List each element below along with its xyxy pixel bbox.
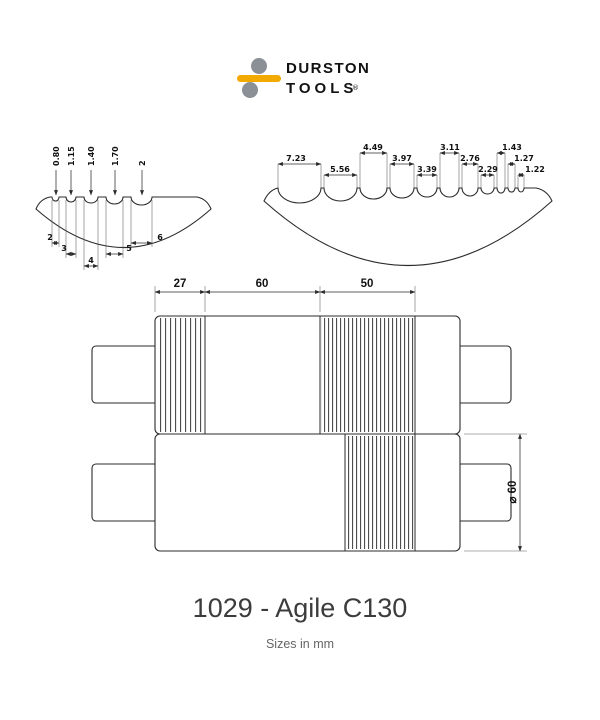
- groove-label: 4.49: [363, 143, 383, 152]
- logo-bar-icon: [237, 75, 281, 82]
- left-profile-width-dims: 2 3 4 5 6: [47, 200, 163, 270]
- top-roller-fine-groove-band: [157, 318, 204, 432]
- logo-text-tools: TOOLS: [286, 80, 357, 97]
- groove-label: 2.29: [478, 165, 498, 174]
- left-profile-depth-dims: 0.80 1.15 1.40 1.70 2: [52, 146, 147, 196]
- depth-label: 1.15: [67, 146, 76, 166]
- right-profile-drawing: 4.49 3.11 1.43 7.23 3.97 2.76 1.27 5.56 …: [263, 143, 553, 266]
- groove-label: 3.11: [440, 143, 460, 152]
- right-profile-dimension-lines: [277, 151, 525, 177]
- top-roller-wire-groove-band: [321, 318, 414, 432]
- left-profile-drawing: 0.80 1.15 1.40 1.70 2 2 3: [35, 146, 212, 270]
- left-profile-shape: [35, 196, 212, 248]
- width-label: 6: [157, 233, 163, 242]
- diameter-dim: ⌀ 60: [464, 433, 527, 552]
- logo-circle-top: [251, 58, 267, 74]
- width-label: 3: [61, 244, 67, 253]
- drawing-subtitle: Sizes in mm: [266, 637, 334, 651]
- groove-label: 1.22: [525, 165, 545, 174]
- right-profile-shape: [263, 187, 553, 266]
- logo-circle-bottom: [242, 82, 258, 98]
- bottom-roller-left-shaft: [91, 463, 159, 522]
- bottom-roller-right-shaft: [456, 463, 512, 522]
- groove-label: 7.23: [286, 154, 306, 163]
- section-dim-label: 60: [256, 278, 269, 290]
- groove-label: 3.39: [417, 165, 437, 174]
- depth-label: 0.80: [52, 146, 61, 166]
- groove-label: 2.76: [460, 154, 480, 163]
- width-label: 5: [126, 244, 132, 253]
- groove-label: 3.97: [392, 154, 412, 163]
- groove-label: 5.56: [330, 165, 350, 174]
- section-dim-label: 50: [361, 278, 374, 290]
- registered-mark: ®: [352, 84, 359, 92]
- assembly-top-dims: 27 60 50: [154, 278, 416, 312]
- logo-text-durston: DURSTON: [286, 60, 370, 77]
- top-roller-left-shaft: [91, 345, 159, 404]
- logo: DURSTON TOOLS ®: [237, 58, 370, 98]
- bottom-roller-wire-groove-band: [346, 436, 414, 549]
- width-label: 2: [47, 233, 53, 242]
- right-profile-dimension-labels: 4.49 3.11 1.43 7.23 3.97 2.76 1.27 5.56 …: [286, 143, 545, 174]
- diameter-label: ⌀ 60: [507, 481, 519, 504]
- depth-label: 2: [138, 160, 147, 166]
- depth-label: 1.40: [87, 146, 96, 166]
- drawing-title: 1029 - Agile C130: [193, 593, 408, 623]
- roller-assembly-drawing: 27 60 50 ⌀ 60: [91, 278, 527, 552]
- top-roller-right-shaft: [456, 345, 512, 404]
- right-profile-extension-lines: [277, 153, 525, 188]
- bottom-roller-body: [154, 433, 461, 552]
- groove-label: 1.27: [514, 154, 534, 163]
- depth-label: 1.70: [111, 146, 120, 166]
- groove-label: 1.43: [502, 143, 522, 152]
- section-dim-label: 27: [174, 278, 187, 290]
- width-label: 4: [88, 256, 94, 265]
